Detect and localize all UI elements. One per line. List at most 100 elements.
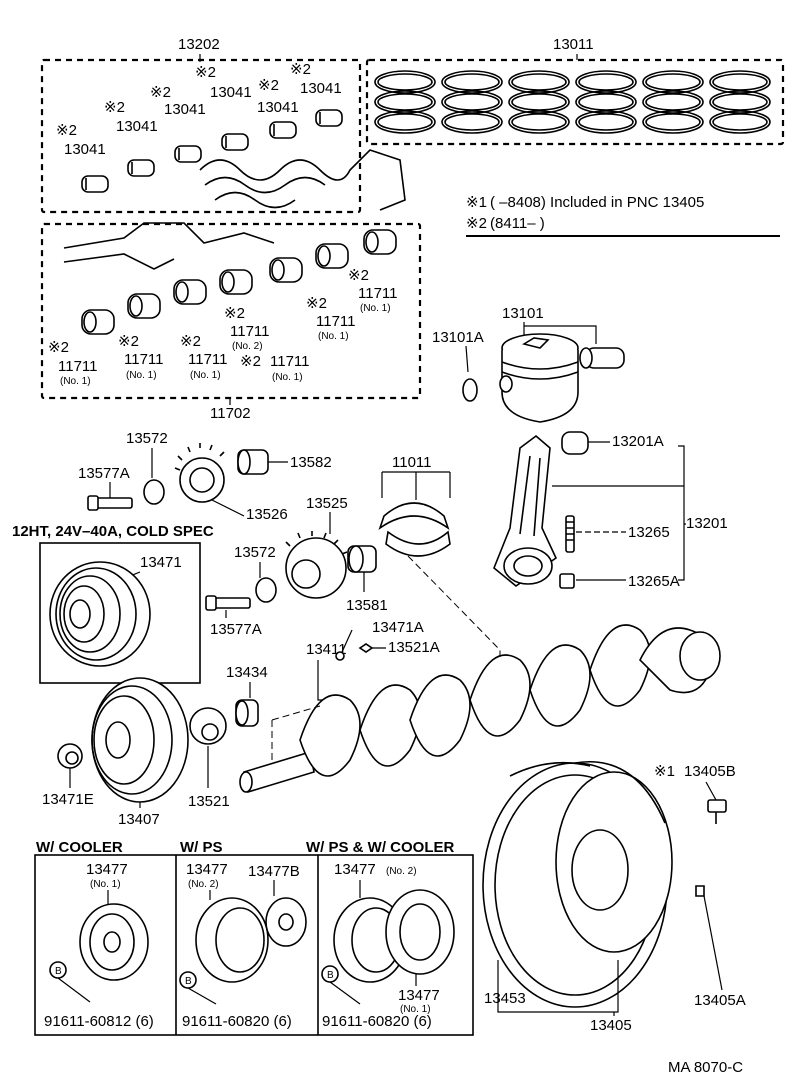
bearing-shell-13041-3: [174, 145, 202, 163]
footnotes: ※1 ( –8408) Included in PNC 13405 ※2 (84…: [466, 194, 780, 237]
note-2-text: (8411– ): [490, 215, 545, 232]
note-mark-1: ※1: [466, 194, 487, 211]
note-mark-2: ※2: [466, 215, 487, 232]
piston-ring: [709, 70, 771, 134]
label-13041: 13041: [210, 84, 252, 101]
sub-label: (No. 1): [126, 370, 157, 381]
label-13577A: 13577A: [78, 465, 130, 482]
label-bolt-91611-60820-b: 91611-60820 (6): [322, 1013, 432, 1030]
main-bearing-shell: [269, 257, 303, 283]
piston-13101: 13101 13101A: [432, 305, 625, 423]
label-11711: 11711: [358, 285, 398, 302]
flywheel-13405: ※1 13405B 13405A 13453 13405: [482, 761, 746, 1034]
main-bearing-shell: [127, 293, 161, 319]
main-bearing-shell: [315, 243, 349, 269]
main-bearing-shell: [363, 229, 397, 255]
label-13521A: 13521A: [388, 639, 440, 656]
label-11711: 11711: [188, 351, 228, 368]
bearing-set-13202: 13202 ※2 13041 ※2 13041 ※2 13041: [40, 36, 406, 214]
piston-ring: [441, 70, 503, 134]
label-13471: 13471: [140, 554, 182, 571]
heavy-duty-pulley-13471: 12HT, 24V–40A, COLD SPEC 13471: [12, 523, 214, 684]
timing-gears: 13572 13577A 13526 13582 13525 13572 135…: [78, 430, 388, 638]
sub-label: (No. 1): [90, 879, 121, 890]
main-bearing-shell: [173, 279, 207, 305]
label-13477B: 13477B: [248, 863, 300, 880]
bolt-mark: B: [327, 970, 334, 981]
label-13041: 13041: [257, 99, 299, 116]
heavy-duty-section-title: 12HT, 24V–40A, COLD SPEC: [12, 523, 214, 540]
sub-label: (No. 1): [400, 1004, 431, 1015]
note-mark: ※2: [306, 295, 327, 312]
label-13471A: 13471A: [372, 619, 424, 636]
sub-label: (No. 2): [188, 879, 219, 890]
note-mark: ※2: [348, 267, 369, 284]
sub-label: (No. 1): [272, 372, 303, 383]
note-mark: ※2: [290, 61, 311, 78]
label-13572-b: 13572: [234, 544, 276, 561]
connecting-rod-13201: 13201A 13265 13265A 13201: [493, 431, 728, 590]
main-bearing-set-11702: 11702 ※2 11711 (No. 1) ※2 11711 (No. 1) …: [40, 222, 422, 422]
label-13477-no1-b: 13477: [398, 987, 440, 1004]
label-13101A: 13101A: [432, 329, 484, 346]
label-11711: 11711: [270, 353, 310, 370]
label-13405: 13405: [590, 1017, 632, 1034]
note-mark: ※2: [258, 77, 279, 94]
label-bolt-91611-60820: 91611-60820 (6): [182, 1013, 292, 1030]
sub-label: (No. 1): [318, 331, 349, 342]
label-13477-no2: 13477: [186, 861, 228, 878]
note-mark: ※2: [195, 64, 216, 81]
bearing-shell-13041-2: [127, 159, 155, 177]
label-11702: 11702: [210, 405, 251, 422]
main-bearing-shell: [81, 309, 115, 335]
label-13572: 13572: [126, 430, 168, 447]
label-13407: 13407: [118, 811, 160, 828]
label-13041: 13041: [64, 141, 106, 158]
label-11711: 11711: [316, 313, 356, 330]
label-13405A: 13405A: [694, 992, 746, 1009]
piston-ring: [508, 70, 570, 134]
note-1-text: ( –8408) Included in PNC 13405: [490, 194, 704, 211]
sub-label: (No. 1): [360, 303, 391, 314]
sub-label: (No. 2): [386, 866, 417, 877]
note-mark: ※2: [118, 333, 139, 350]
label-13201A: 13201A: [612, 433, 664, 450]
label-11711: 11711: [230, 323, 270, 340]
label-11011: 11011: [392, 454, 432, 471]
label-13521: 13521: [188, 793, 230, 810]
sub-label: (No. 2): [232, 341, 263, 352]
label-13041: 13041: [116, 118, 158, 135]
crankshaft-13411: 13411 13471A 13521A: [239, 619, 721, 794]
label-13101: 13101: [502, 305, 544, 322]
label-13202: 13202: [178, 36, 220, 53]
label-13041: 13041: [300, 80, 342, 97]
label-bolt-91611-60812: 91611-60812 (6): [44, 1013, 154, 1030]
label-13526: 13526: [246, 506, 288, 523]
note-mark: ※2: [56, 122, 77, 139]
piston-ring: [575, 70, 637, 134]
note-mark: ※2: [224, 305, 245, 322]
note-mark: ※2: [150, 84, 171, 101]
bearing-shell-13041-1: [81, 175, 109, 193]
note-mark-1-flywheel: ※1: [654, 763, 675, 780]
label-11711: 11711: [58, 358, 98, 375]
bolt-mark: B: [185, 976, 192, 987]
label-13582: 13582: [290, 454, 332, 471]
label-13434: 13434: [226, 664, 268, 681]
label-11711: 11711: [124, 351, 164, 368]
label-13577A-b: 13577A: [210, 621, 262, 638]
pulley-options: W/ COOLER W/ PS W/ PS & W/ COOLER 13477 …: [34, 839, 474, 1036]
bearing-shell-13041-5: [269, 121, 297, 139]
section-ps: W/ PS: [180, 839, 223, 856]
label-13581: 13581: [346, 597, 388, 614]
note-mark: ※2: [48, 339, 69, 356]
main-bearing-shell: [219, 269, 253, 295]
label-13453: 13453: [484, 990, 526, 1007]
label-13525: 13525: [306, 495, 348, 512]
piston-ring-set-13011: 13011: [365, 36, 785, 146]
label-13201: 13201: [686, 515, 728, 532]
catalog-code: MA 8070-C: [668, 1059, 743, 1076]
note-mark: ※2: [104, 99, 125, 116]
bearing-shell-13041-6: [315, 109, 343, 127]
